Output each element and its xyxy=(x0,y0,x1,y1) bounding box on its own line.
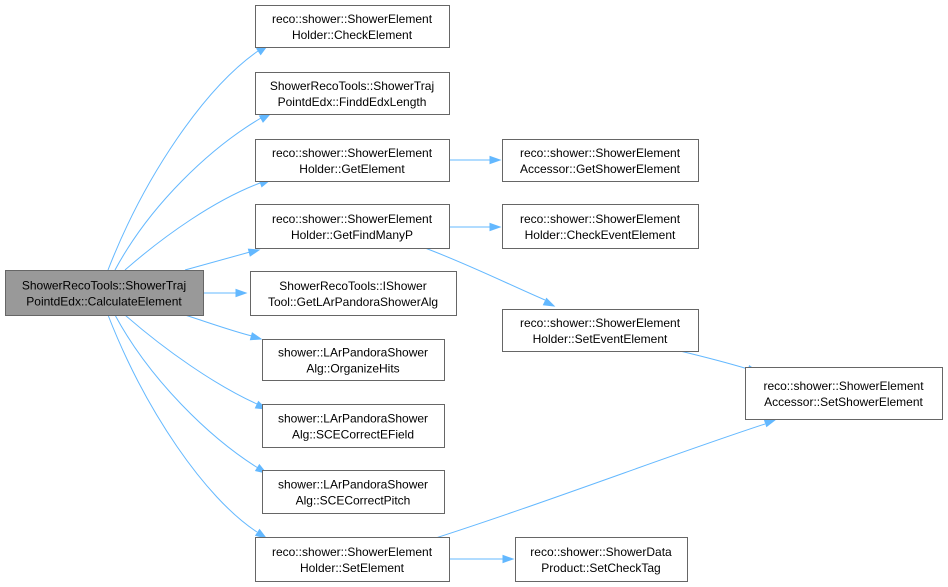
edge-calculate-to-sce-correct-efield xyxy=(124,314,268,410)
node-label-line2: Holder::CheckEventElement xyxy=(525,228,676,242)
node-box xyxy=(502,309,699,352)
edge-line xyxy=(419,423,766,544)
node-box xyxy=(250,271,457,316)
arrowhead-icon xyxy=(489,155,502,165)
node-label-line2: Holder::SetElement xyxy=(300,561,405,575)
node-box xyxy=(262,339,445,381)
node-label-line2: PointdEdx::FinddEdxLength xyxy=(278,95,427,109)
arrowhead-icon xyxy=(489,222,502,232)
node-box xyxy=(502,139,699,182)
node-calculate[interactable]: ShowerRecoTools::ShowerTrajPointdEdx::Ca… xyxy=(5,270,204,316)
edge-calculate-to-get-larpandora-alg xyxy=(203,288,248,298)
edge-line xyxy=(124,314,258,405)
node-label-line1: reco::shower::ShowerElement xyxy=(272,12,433,26)
node-label-line2: Holder::SetEventElement xyxy=(533,332,668,346)
node-label-line1: ShowerRecoTools::ShowerTraj xyxy=(22,279,186,293)
node-label-line1: reco::shower::ShowerElement xyxy=(272,545,433,559)
node-sce-correct-efield[interactable]: shower::LArPandoraShowerAlg::SCECorrectE… xyxy=(262,404,445,448)
edge-line xyxy=(107,50,259,271)
edge-line xyxy=(184,314,253,337)
edge-calculate-to-set-element xyxy=(107,314,268,539)
node-sce-correct-pitch[interactable]: shower::LArPandoraShowerAlg::SCECorrectP… xyxy=(262,470,445,514)
node-label-line2: PointdEdx::CalculateElement xyxy=(26,295,182,309)
node-label-line2: Alg::SCECorrectEField xyxy=(292,428,414,442)
node-organize-hits[interactable]: shower::LArPandoraShowerAlg::OrganizeHit… xyxy=(262,339,445,381)
edge-set-element-to-set-check-tag xyxy=(449,554,515,564)
edge-line xyxy=(114,117,262,271)
node-box xyxy=(515,537,688,582)
node-label-line1: reco::shower::ShowerElement xyxy=(272,212,433,226)
node-label-line1: reco::shower::ShowerElement xyxy=(520,212,681,226)
node-label-line2: Alg::OrganizeHits xyxy=(306,362,399,376)
edge-get-find-many-p-to-set-event-element xyxy=(424,247,556,307)
node-label-line1: ShowerRecoTools::IShower xyxy=(279,279,426,293)
node-label-line1: reco::shower::ShowerElement xyxy=(763,379,924,393)
node-label-line1: reco::shower::ShowerElement xyxy=(272,146,433,160)
edge-get-element-to-get-shower-element xyxy=(449,155,502,165)
node-check-element[interactable]: reco::shower::ShowerElementHolder::Check… xyxy=(255,5,450,48)
node-get-larpandora-alg[interactable]: ShowerRecoTools::IShowerTool::GetLArPand… xyxy=(250,271,457,316)
node-label-line2: Product::SetCheckTag xyxy=(541,561,660,575)
edge-line xyxy=(679,350,749,370)
arrowhead-icon xyxy=(249,332,263,341)
arrowhead-icon xyxy=(258,113,272,123)
node-label-line1: shower::LArPandoraShower xyxy=(278,412,428,426)
node-label-line2: Alg::SCECorrectPitch xyxy=(296,494,411,508)
arrowhead-icon xyxy=(502,554,515,564)
node-box xyxy=(255,204,450,249)
node-label-line1: reco::shower::ShowerElement xyxy=(520,146,681,160)
edge-line xyxy=(107,314,258,533)
node-set-shower-element[interactable]: reco::shower::ShowerElementAccessor::Set… xyxy=(745,367,943,420)
node-label-line1: shower::LArPandoraShower xyxy=(278,346,428,360)
node-get-find-many-p[interactable]: reco::shower::ShowerElementHolder::GetFi… xyxy=(255,204,450,249)
node-box xyxy=(745,367,943,420)
node-box xyxy=(255,5,450,48)
edge-set-element-to-set-shower-element xyxy=(419,419,777,544)
node-box xyxy=(5,270,204,316)
node-label-line2: Accessor::GetShowerElement xyxy=(520,162,681,176)
edge-calculate-to-get-find-many-p xyxy=(184,248,261,271)
edge-calculate-to-check-element xyxy=(107,45,269,271)
node-label-line1: reco::shower::ShowerElement xyxy=(520,316,681,330)
node-get-element[interactable]: reco::shower::ShowerElementHolder::GetEl… xyxy=(255,139,450,182)
node-box xyxy=(255,139,450,182)
edge-line xyxy=(124,182,261,271)
edge-calculate-to-sce-correct-pitch xyxy=(114,314,268,474)
node-label-line2: Tool::GetLArPandoraShowerAlg xyxy=(268,295,438,309)
node-check-event-element[interactable]: reco::shower::ShowerElementHolder::Check… xyxy=(502,204,699,249)
nodes-layer: ShowerRecoTools::ShowerTrajPointdEdx::Ca… xyxy=(5,5,943,582)
node-label-line2: Accessor::SetShowerElement xyxy=(764,395,923,409)
edge-get-find-many-p-to-check-event-element xyxy=(449,222,502,232)
node-label-line2: Holder::GetFindManyP xyxy=(291,228,413,242)
arrowhead-icon xyxy=(763,419,777,428)
edge-calculate-to-find-dedx-length xyxy=(114,113,272,271)
node-find-dedx-length[interactable]: ShowerRecoTools::ShowerTrajPointdEdx::Fi… xyxy=(255,72,450,115)
edge-line xyxy=(114,314,259,469)
edge-line xyxy=(424,247,546,301)
node-label-line2: Holder::GetElement xyxy=(299,162,405,176)
node-box xyxy=(502,204,699,249)
arrowhead-icon xyxy=(247,248,261,257)
node-label-line1: shower::LArPandoraShower xyxy=(278,478,428,492)
arrowhead-icon xyxy=(235,288,248,298)
node-label-line1: ShowerRecoTools::ShowerTraj xyxy=(270,79,434,93)
node-box xyxy=(255,537,450,582)
node-box xyxy=(255,72,450,115)
edge-calculate-to-get-element xyxy=(124,179,272,271)
edge-line xyxy=(184,251,251,271)
edge-calculate-to-organize-hits xyxy=(184,314,263,341)
arrowhead-icon xyxy=(542,297,556,307)
arrowhead-icon xyxy=(254,528,268,539)
node-set-check-tag[interactable]: reco::shower::ShowerDataProduct::SetChec… xyxy=(515,537,688,582)
node-box xyxy=(262,470,445,514)
node-set-element[interactable]: reco::shower::ShowerElementHolder::SetEl… xyxy=(255,537,450,582)
node-label-line2: Holder::CheckElement xyxy=(292,28,413,42)
node-label-line1: reco::shower::ShowerData xyxy=(530,545,672,559)
node-set-event-element[interactable]: reco::shower::ShowerElementHolder::SetEv… xyxy=(502,309,699,352)
node-get-shower-element[interactable]: reco::shower::ShowerElementAccessor::Get… xyxy=(502,139,699,182)
node-box xyxy=(262,404,445,448)
